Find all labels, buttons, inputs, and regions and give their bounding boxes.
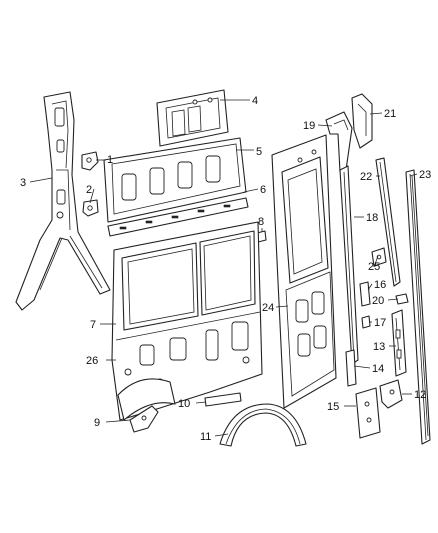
- part-17-clip: [361, 315, 371, 329]
- callout-12: 12: [414, 389, 426, 401]
- part-7-side-panel: [111, 221, 263, 421]
- callout-19: 19: [303, 120, 315, 132]
- callout-4: 4: [252, 95, 258, 107]
- part-9-lower-bracket: [129, 405, 159, 433]
- callout-16: 16: [374, 279, 386, 291]
- leader-lines: [29, 99, 418, 437]
- part-4-upper-panel: [156, 89, 229, 147]
- part-19-bracket: [325, 111, 353, 173]
- callout-5: 5: [256, 146, 262, 158]
- part-13-reinforcement: [391, 309, 407, 377]
- part-2-bracket: [82, 199, 99, 217]
- part-5-header-panel: [103, 137, 247, 223]
- callout-9: 9: [94, 417, 100, 429]
- part-6-roof-rail: [107, 197, 249, 237]
- part-23-rear-rail: [405, 169, 431, 445]
- callout-1: 1: [107, 154, 113, 166]
- callout-18: 18: [366, 212, 378, 224]
- part-22-rail: [375, 157, 401, 287]
- callout-17: 17: [374, 317, 386, 329]
- part-20-clip: [395, 293, 409, 305]
- part-24-rear-panel: [271, 134, 337, 409]
- callout-3: 3: [20, 177, 26, 189]
- callout-7: 7: [90, 319, 96, 331]
- callout-labels: 1 2 3 4 5 6 7 8 9 10 11 12 13 14 15 16 1…: [20, 95, 431, 443]
- callout-6: 6: [260, 184, 266, 196]
- part-15-lower-plate: [355, 387, 381, 439]
- callout-20: 20: [372, 295, 384, 307]
- part-18-channel: [339, 165, 359, 365]
- part-11-wheel-arch: [219, 403, 307, 447]
- callout-21: 21: [384, 108, 396, 120]
- part-25-bracket: [371, 247, 387, 267]
- callout-26: 26: [86, 355, 98, 367]
- callout-25: 25: [368, 261, 380, 273]
- part-21-corner-cap: [351, 93, 373, 149]
- part-1-bracket: [81, 151, 99, 171]
- callout-22: 22: [360, 171, 372, 183]
- part-12-corner-bracket: [379, 379, 403, 409]
- part-16-plate: [359, 281, 371, 307]
- callout-2: 2: [86, 184, 92, 196]
- part-10-rail: [204, 392, 242, 407]
- callout-13: 13: [373, 341, 385, 353]
- callout-24: 24: [262, 302, 274, 314]
- callout-11: 11: [200, 431, 211, 443]
- part-14-bracket: [345, 349, 357, 387]
- callout-10: 10: [178, 398, 190, 410]
- callout-14: 14: [372, 363, 384, 375]
- callout-15: 15: [327, 401, 339, 413]
- callout-23: 23: [419, 169, 431, 181]
- part-3-pillar: [15, 91, 111, 311]
- callout-8: 8: [258, 216, 264, 228]
